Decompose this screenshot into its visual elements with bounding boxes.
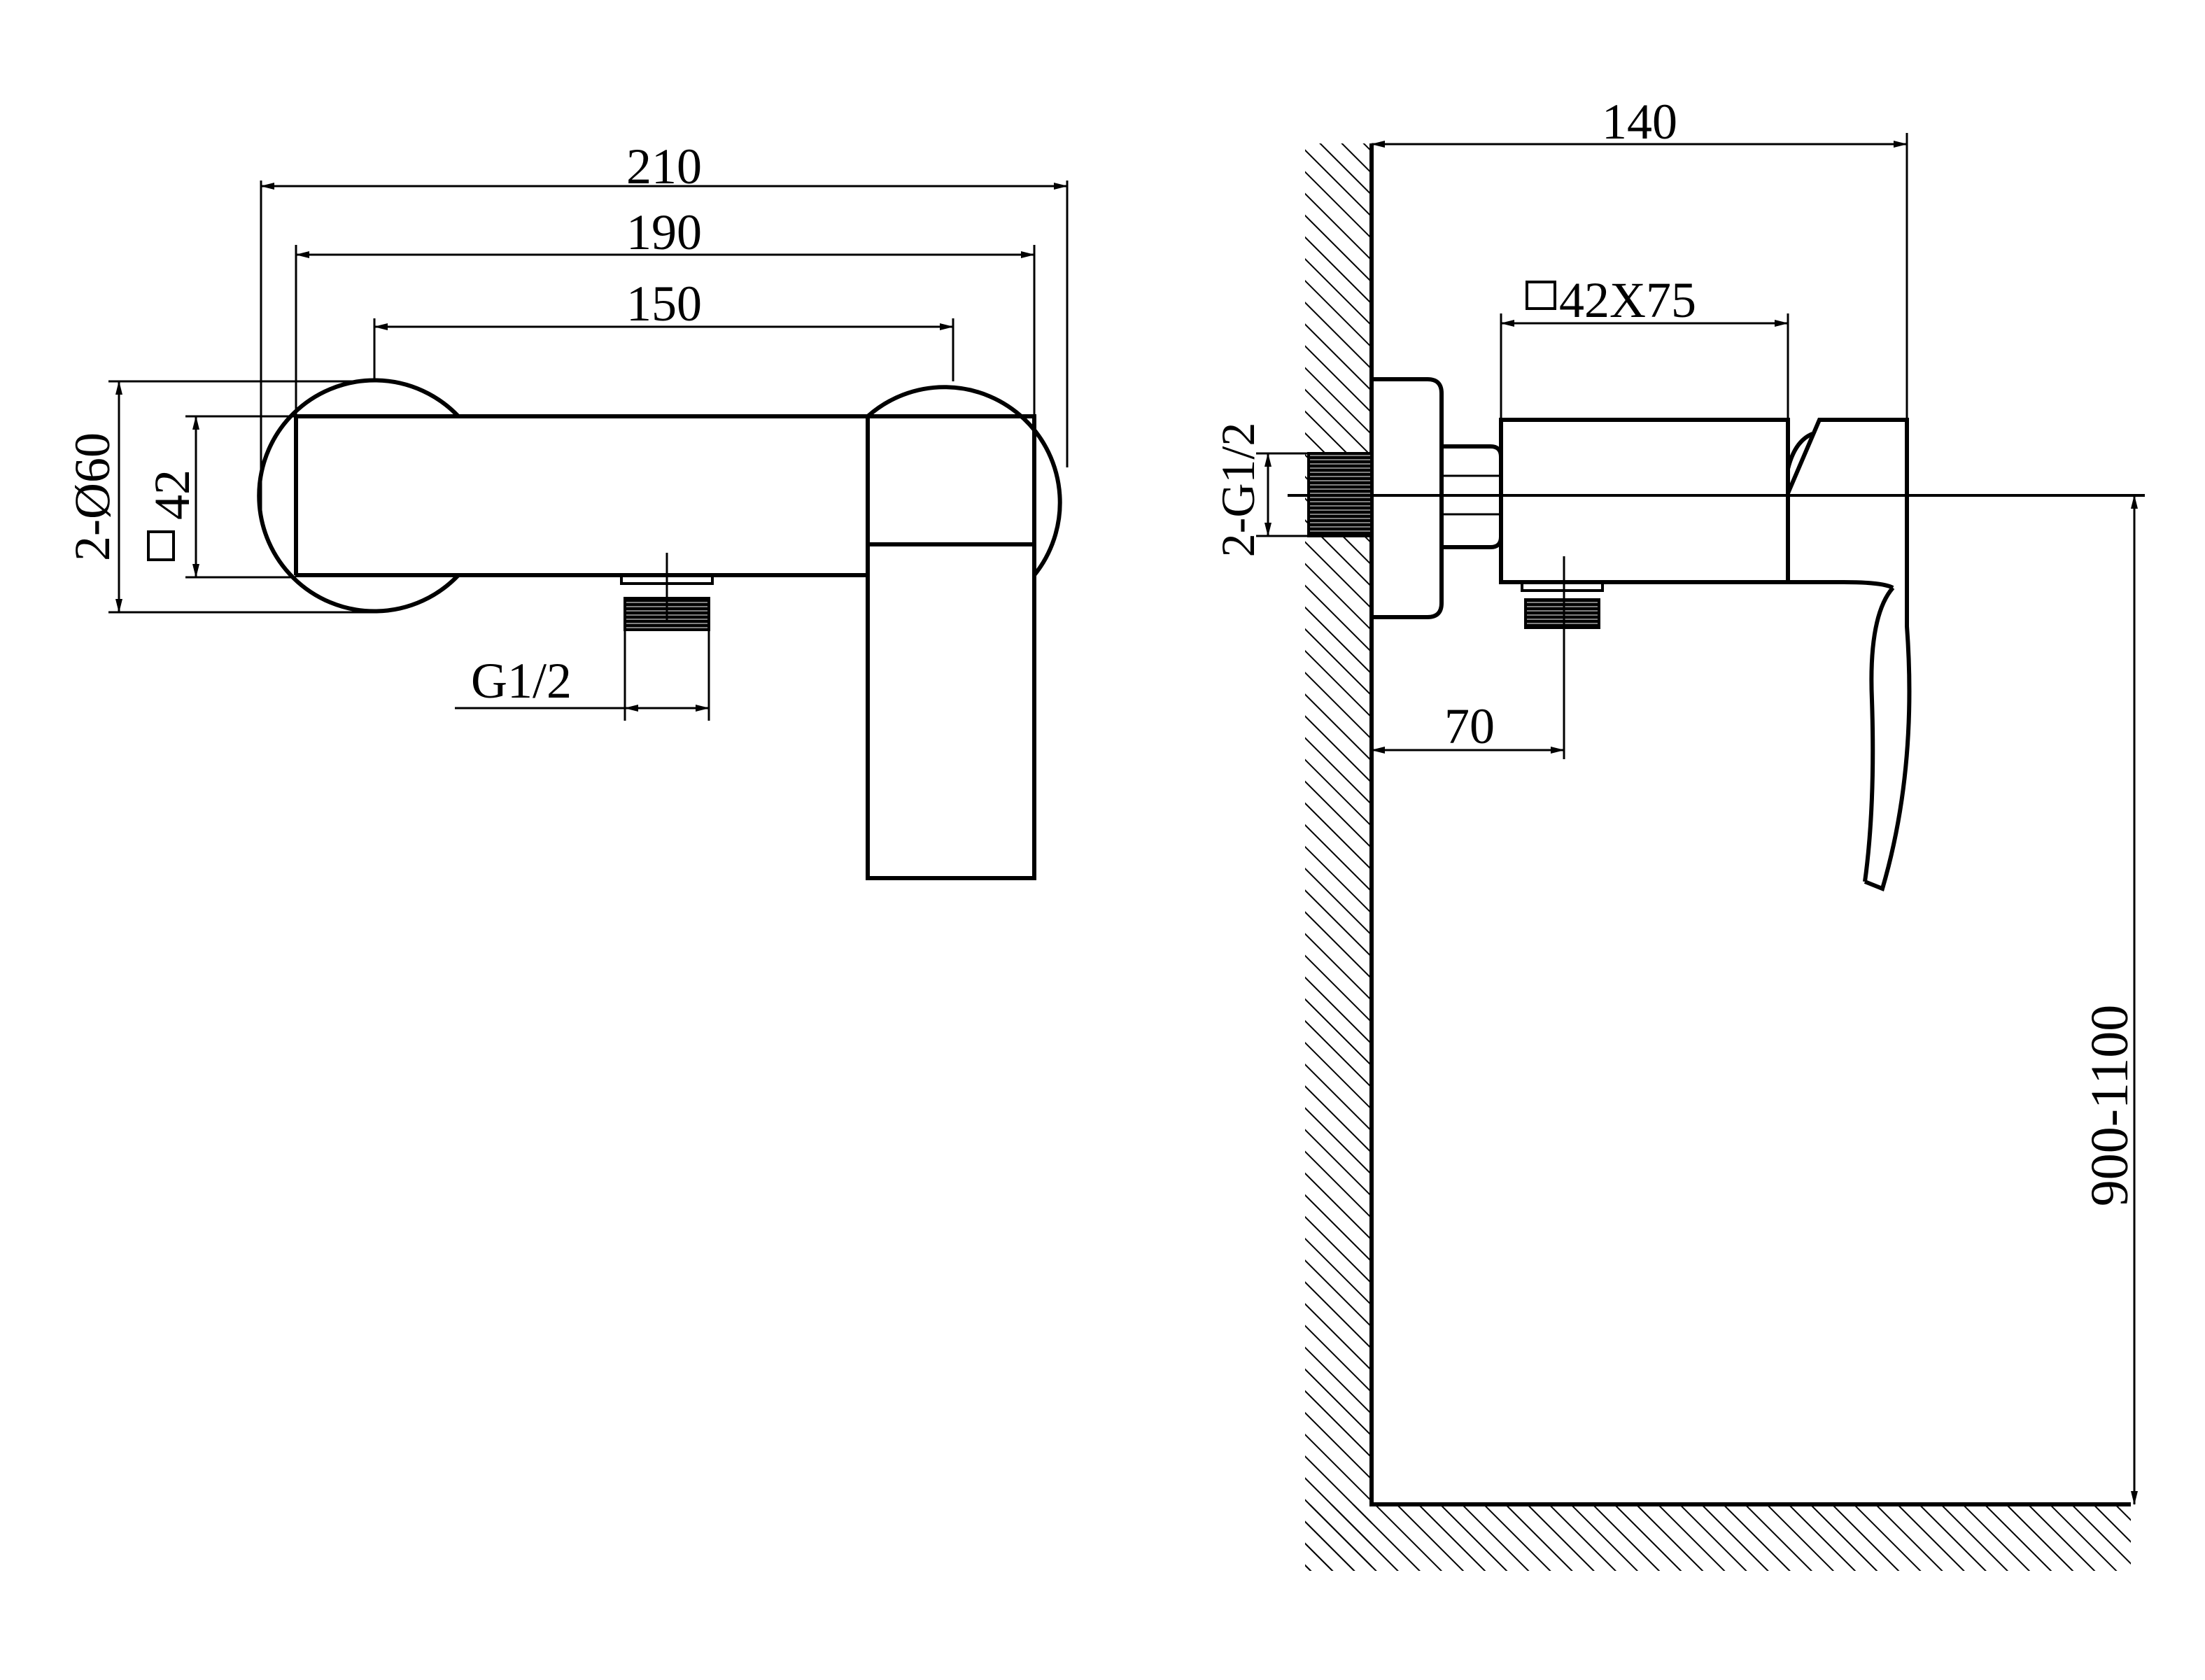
wall-hatching — [1305, 143, 2131, 1571]
side-body — [1499, 418, 1790, 584]
front-extension-lines — [108, 181, 1069, 614]
square-symbol-icon — [147, 530, 175, 561]
square-symbol-icon — [1526, 281, 1556, 310]
dim-projection: 140 — [1602, 94, 1677, 150]
faucet-body-front — [257, 378, 1062, 614]
handle-lever-front — [866, 414, 1036, 880]
dim-outer-centers: 190 — [626, 204, 702, 260]
dim-install-height: 900-1100 — [2080, 1005, 2139, 1207]
dim-body-diameter: 2-Ø60 — [64, 432, 120, 561]
inlet-thread-block — [1307, 452, 1373, 537]
dim-outlet-offset: 70 — [1444, 698, 1495, 754]
dim-outlet-thread: G1/2 — [471, 653, 572, 709]
handle-lever-side — [1786, 418, 1912, 892]
front-view: 210 190 150 2-Ø60 42 — [64, 139, 1069, 880]
outlet-connector-side — [1521, 556, 1604, 759]
dim-body-section: 42X75 — [1559, 272, 1696, 328]
outlet-connector-front — [620, 553, 714, 721]
front-dimension-lines — [115, 183, 1068, 613]
side-view: 2-G1/2 — [1211, 94, 2145, 1571]
dim-body-square: 42 — [144, 470, 200, 520]
side-section-dimension — [1500, 313, 1789, 420]
side-inlet-dimension — [1256, 452, 1309, 537]
side-flange — [1372, 377, 1444, 619]
side-projection-dimension — [1371, 133, 1908, 420]
dim-inlet-thread: 2-G1/2 — [1211, 423, 1264, 558]
dim-overall-width: 210 — [626, 139, 702, 195]
dim-inner-centers: 150 — [626, 276, 702, 332]
